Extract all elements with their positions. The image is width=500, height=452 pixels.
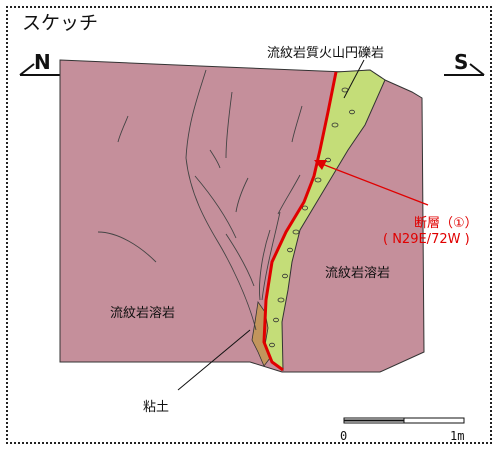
sketch-frame — [6, 6, 492, 444]
fracture-lines — [97, 69, 303, 331]
scale-end-label: 1m — [450, 429, 465, 443]
north-arrow-icon — [19, 63, 60, 76]
fault-orientation-label: ( N29E/72W ) — [383, 232, 470, 247]
clay-label: 粘土 — [143, 400, 170, 415]
north-label: N — [34, 50, 51, 74]
lava-right-label: 流紋岩溶岩 — [325, 266, 391, 281]
conglomerate-label: 流紋岩質火山円礫岩 — [267, 46, 385, 61]
south-label: S — [454, 50, 469, 74]
scale-start-label: 0 — [340, 429, 348, 443]
fault-name-label: 断層（①） — [414, 216, 478, 231]
south-arrow-icon — [444, 63, 485, 76]
fault-line — [262, 71, 338, 372]
scale-bar — [343, 417, 465, 424]
conglomerate-leader-line — [343, 59, 365, 99]
pebble-marks — [269, 87, 355, 348]
clay-leader-line — [177, 329, 251, 391]
sketch-title: スケッチ — [22, 12, 99, 34]
fault-pointer-arrow-icon — [314, 160, 429, 206]
lava-left-label: 流紋岩溶岩 — [110, 306, 176, 321]
